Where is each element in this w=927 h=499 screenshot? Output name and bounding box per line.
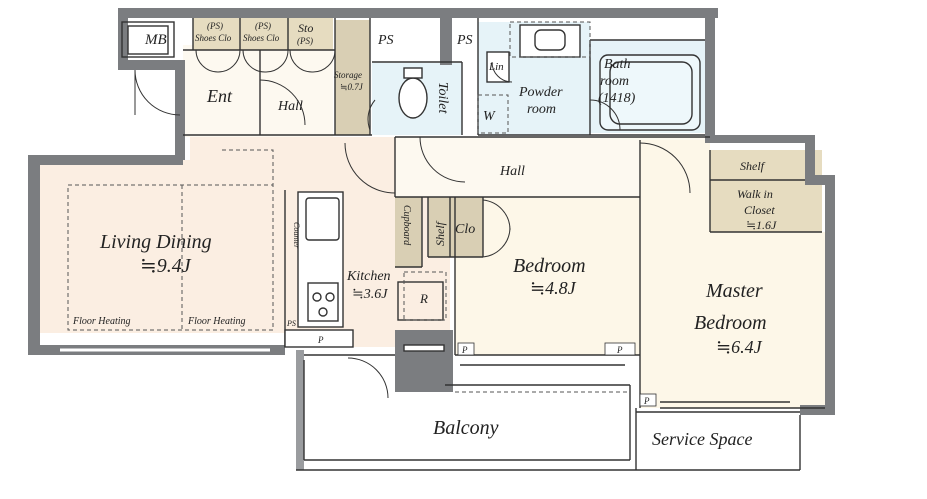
ent-label: Ent	[206, 86, 233, 106]
wic-label-a: Walk in	[737, 187, 773, 201]
bath-label-a: Bath	[604, 57, 630, 72]
bedroom-label: Bedroom	[513, 255, 586, 277]
upper-hall-floor	[183, 45, 333, 137]
kitchen-label: Kitchen	[346, 269, 391, 284]
bedroom-p-label-1: P	[461, 345, 468, 355]
service-space-label: Service Space	[652, 429, 752, 449]
interior-lines	[60, 18, 825, 471]
cupboard-fill	[395, 197, 422, 267]
w-label: W	[483, 109, 496, 124]
mb-label: MB	[144, 32, 167, 48]
wic-shelf-label: Shelf	[740, 159, 766, 173]
lin-label: Lin	[488, 61, 504, 73]
storage-area: ≒0.7J	[340, 82, 364, 92]
dashed-outlines	[67, 21, 630, 393]
door-swings	[134, 49, 691, 399]
shoes-clo-ps-2: (PS)	[255, 21, 271, 31]
bath-label-c: (1418)	[598, 91, 636, 106]
floor-heating-label-2: Floor Heating	[187, 316, 246, 327]
wic-label-b: Closet	[744, 203, 775, 217]
storage-fill	[335, 20, 370, 135]
small-shelf-label: Shelf	[433, 220, 447, 246]
powder-label-b: room	[527, 102, 556, 117]
ps-top-1: PS	[377, 33, 394, 48]
master-bedroom-label-a: Master	[705, 280, 763, 302]
master-p-label: P	[643, 396, 650, 406]
ps-top-2: PS	[456, 33, 473, 48]
wic-floor	[710, 150, 822, 232]
upper-hall-label: Hall	[277, 99, 303, 114]
shoes-clo-label-2: Shoes Clo	[243, 33, 280, 43]
toilet-label: Toilet	[435, 82, 450, 114]
labels: MB (PS) Shoes Clo (PS) Shoes Clo Sto (PS…	[72, 21, 777, 449]
shoes-clo-fill	[193, 18, 333, 50]
living-dining-area: ≒9.4J	[140, 255, 192, 277]
wic-label-c: ≒1.6J	[746, 218, 777, 232]
bedroom-floor	[455, 197, 640, 355]
balcony-label: Balcony	[433, 417, 499, 439]
sto-ps-label: (PS)	[297, 36, 313, 46]
bath-label-b: room	[600, 74, 629, 89]
shoes-clo-label-1: Shoes Clo	[195, 33, 232, 43]
powder-label-a: Powder	[518, 85, 563, 100]
master-bedroom-label-b: Bedroom	[694, 312, 767, 334]
cupboard-label: Cupboard	[401, 205, 412, 246]
master-bedroom-area: ≒6.4J	[716, 337, 763, 357]
clo-label: Clo	[455, 222, 475, 237]
storage-label: Storage	[334, 70, 362, 80]
bedroom-p-label-2: P	[616, 345, 623, 355]
sto-label: Sto	[298, 21, 313, 35]
r-label: R	[419, 291, 428, 306]
kitchen-area: ≒3.6J	[352, 287, 388, 302]
floor-heating-label-1: Floor Heating	[72, 316, 131, 327]
living-dining-label: Living Dining	[99, 231, 212, 253]
bedroom-area: ≒4.8J	[530, 278, 577, 298]
kitchen-ps-label: PS	[286, 319, 296, 328]
shoes-clo-ps-1: (PS)	[207, 21, 223, 31]
kitchen-p-label: P	[317, 335, 324, 345]
center-hall-label: Hall	[499, 164, 525, 179]
living-dining-floor	[40, 137, 450, 347]
master-bedroom-floor	[640, 140, 825, 408]
counter-label: Counter	[292, 222, 301, 249]
